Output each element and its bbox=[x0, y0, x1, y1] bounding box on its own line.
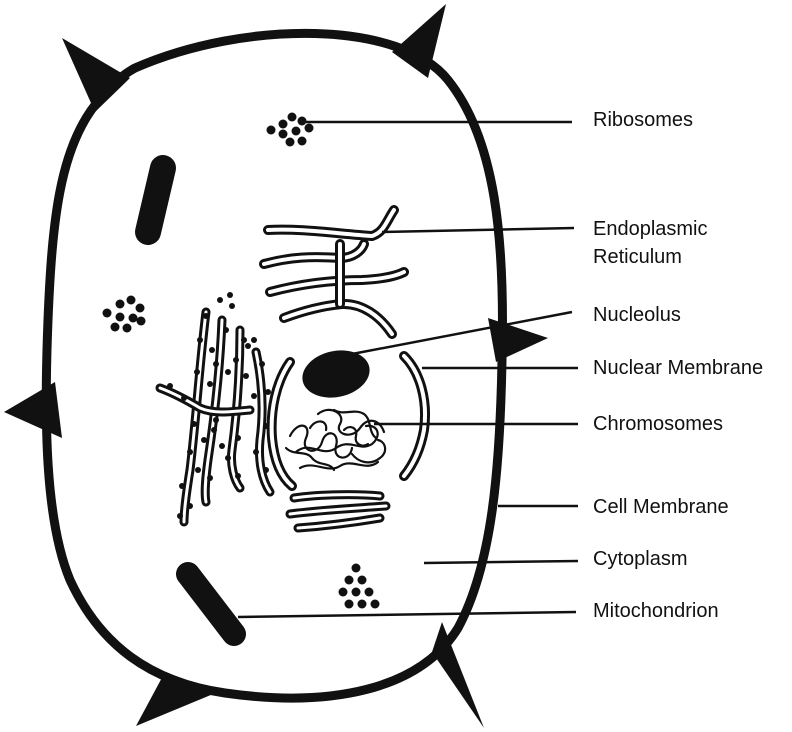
label-mitochondrion: Mitochondrion bbox=[593, 600, 719, 622]
label-nuclear-membrane: Nuclear Membrane bbox=[593, 357, 763, 379]
label-ribosomes: Ribosomes bbox=[593, 109, 693, 131]
label-endoplasmic: Endoplasmic bbox=[593, 218, 708, 240]
chromosomes bbox=[286, 410, 385, 470]
label-cell-membrane: Cell Membrane bbox=[593, 496, 729, 518]
leader-endoplasmic-reticulum bbox=[382, 228, 574, 232]
cell-membrane-outline bbox=[46, 33, 502, 698]
mitochondrion-lower bbox=[188, 574, 234, 634]
label-reticulum: Reticulum bbox=[593, 246, 682, 268]
label-nucleolus: Nucleolus bbox=[593, 304, 681, 326]
rough-endoplasmic-reticulum bbox=[160, 292, 271, 522]
leader-mitochondrion bbox=[238, 612, 576, 617]
ribosome-cluster-left bbox=[103, 296, 146, 333]
golgi-stack bbox=[290, 495, 386, 528]
labels: Ribosomes Endoplasmic Reticulum Nucleolu… bbox=[593, 109, 763, 622]
leader-cytoplasm bbox=[424, 561, 578, 563]
ribosome-cluster-bottom bbox=[339, 564, 380, 609]
label-chromosomes: Chromosomes bbox=[593, 413, 723, 435]
nucleolus bbox=[298, 344, 374, 403]
ribosome-cluster-top bbox=[267, 113, 314, 147]
label-cytoplasm: Cytoplasm bbox=[593, 548, 687, 570]
smooth-endoplasmic-reticulum bbox=[264, 210, 404, 334]
mitochondrion-upper bbox=[148, 168, 163, 232]
